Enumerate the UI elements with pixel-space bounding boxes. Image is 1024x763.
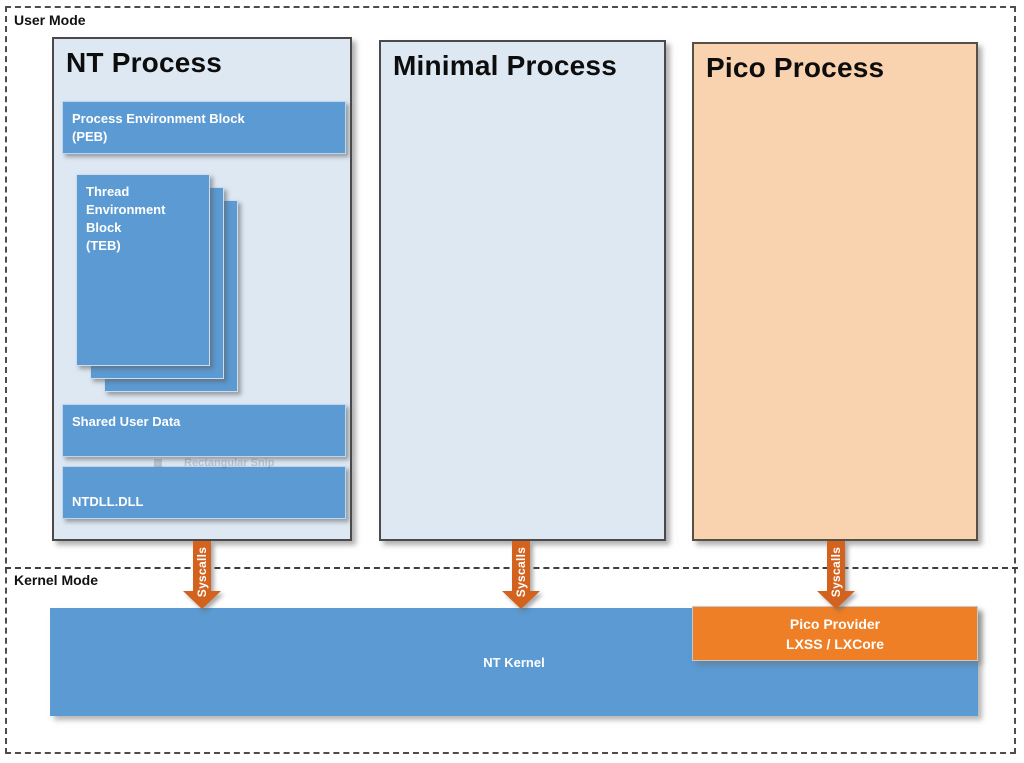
pico-process-title: Pico Process: [706, 52, 885, 83]
pico-provider-box: Pico Provider LXSS / LXCore: [692, 606, 978, 661]
syscalls-arrow-nt: Syscalls: [183, 541, 221, 609]
minimal-process-title: Minimal Process: [393, 50, 617, 81]
shared-user-data-block: Shared User Data: [62, 404, 346, 457]
nt-process-container: NT Process Process Environment Block (PE…: [52, 37, 352, 541]
kernel-mode-label: Kernel Mode: [14, 572, 99, 588]
user-kernel-divider-line: [5, 567, 1018, 569]
teb-stack: Thread Environment Block (TEB): [76, 174, 240, 394]
syscalls-label-nt: Syscalls: [195, 546, 209, 598]
arrow-head-icon: [502, 591, 540, 609]
ntdll-label: NTDLL.DLL: [72, 494, 144, 509]
peb-label: Process Environment Block (PEB): [72, 111, 245, 144]
teb-card-front: Thread Environment Block (TEB): [76, 174, 210, 366]
peb-block: Process Environment Block (PEB): [62, 101, 346, 154]
arrow-stem: [827, 541, 845, 591]
syscalls-arrow-pico: Syscalls: [817, 541, 855, 609]
snip-watermark-text: Rectangular Snip: [184, 457, 275, 469]
snip-watermark: Rectangular Snip: [154, 457, 274, 469]
arrow-head-icon: [183, 591, 221, 609]
arrow-head-icon: [817, 591, 855, 609]
nt-process-title: NT Process: [66, 47, 223, 78]
pico-provider-label: Pico Provider LXSS / LXCore: [785, 615, 885, 652]
minimal-process-container: Minimal Process: [379, 40, 666, 541]
arrow-stem: [512, 541, 530, 591]
nt-kernel-label: NT Kernel: [483, 654, 545, 670]
user-mode-label: User Mode: [14, 12, 86, 28]
shared-user-data-label: Shared User Data: [72, 414, 181, 429]
arrow-stem: [193, 541, 211, 591]
snip-icon: [154, 459, 162, 468]
pico-process-container: Pico Process: [692, 42, 978, 541]
diagram-outer-boundary: [5, 6, 1016, 754]
syscalls-label-pico: Syscalls: [829, 546, 843, 598]
ntdll-block: NTDLL.DLL: [62, 466, 346, 519]
syscalls-arrow-minimal: Syscalls: [502, 541, 540, 609]
syscalls-label-minimal: Syscalls: [514, 546, 528, 598]
teb-label: Thread Environment Block (TEB): [86, 184, 166, 253]
